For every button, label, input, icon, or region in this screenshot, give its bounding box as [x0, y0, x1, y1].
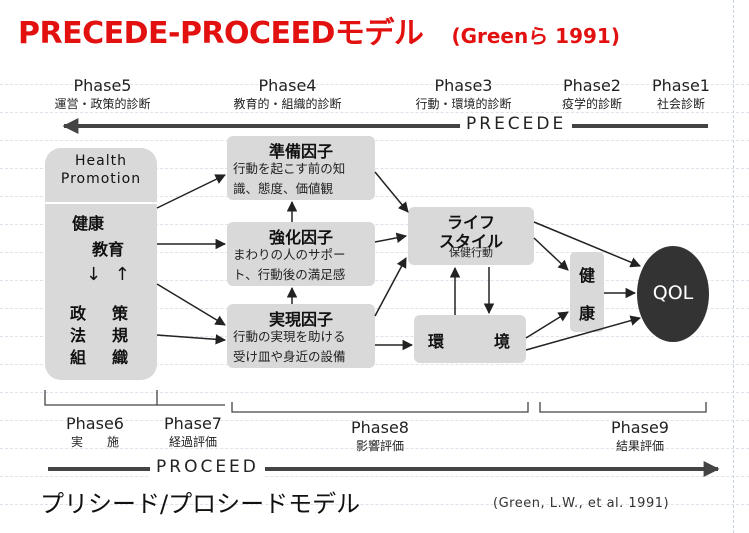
- qol-ellipse: [637, 246, 709, 342]
- phase-sub: 運営・政策的診断: [54, 97, 151, 111]
- enabling-factor-box: [227, 304, 375, 368]
- enabling-factor-line1: 行動の実現を助ける: [233, 329, 346, 344]
- background-rule: [0, 392, 749, 393]
- phase-name: Phase8: [351, 418, 409, 437]
- lifestyle-box: [408, 207, 534, 265]
- phase6-label: Phase6 実 施: [50, 414, 140, 450]
- phase4-label: Phase4 教育的・組織的診断: [210, 76, 365, 112]
- health-promotion-title-line1: Health: [75, 153, 127, 169]
- predisposing-factor-line2: 識、態度、価値観: [233, 181, 334, 196]
- phase-name: Phase3: [434, 76, 493, 95]
- enabling-factor-title: 実現因子: [268, 310, 333, 329]
- health-char-bottom: 康: [578, 304, 595, 323]
- predisposing-factor-box: [227, 136, 375, 200]
- background-rule: [0, 84, 749, 85]
- title-main: PRECEDE-PROCEEDモデル: [18, 16, 424, 51]
- phase-sub: 結果評価: [615, 439, 664, 453]
- phase3-label: Phase3 行動・環境的診断: [396, 76, 531, 112]
- phase-sub: 影響評価: [355, 439, 404, 453]
- predisposing-factor-line1: 行動を起こす前の知: [233, 161, 346, 176]
- background-rule: [0, 364, 749, 365]
- lifestyle-line2: スタイル: [438, 232, 503, 251]
- health-education-2: 教育: [92, 240, 125, 259]
- health-promotion-title-line2: Promotion: [60, 171, 142, 187]
- health-education-1: 健康: [72, 214, 105, 233]
- bidirectional-arrows: ↓ ↑: [86, 264, 134, 285]
- phase-name: Phase1: [652, 76, 710, 95]
- phase-name: Phase7: [164, 414, 222, 433]
- background-rule: [0, 504, 749, 505]
- reinforcing-factor-box: [227, 222, 375, 286]
- phase8-label: Phase8 影響評価: [325, 418, 435, 454]
- phase7-label: Phase7 経過評価: [148, 414, 238, 450]
- qol-label: QOL: [652, 282, 694, 304]
- policy-char: 政: [70, 304, 87, 323]
- background-rule: [0, 112, 749, 113]
- phase9-label: Phase9 結果評価: [590, 418, 690, 454]
- background-rule: [0, 224, 749, 225]
- predisposing-factor-title: 準備因子: [268, 142, 333, 161]
- slide-border-right: [733, 0, 734, 533]
- environment-char-left: 環: [428, 332, 445, 351]
- background-rule: [0, 196, 749, 197]
- health-box: [570, 252, 604, 332]
- reinforcing-factor-line2: ト、行動後の満足感: [233, 267, 346, 282]
- background-rule: [0, 476, 749, 477]
- phase1-label: Phase1 社会診断: [641, 76, 721, 112]
- phase-sub: 実 施: [70, 435, 119, 449]
- phase-name: Phase6: [66, 414, 124, 433]
- phase-name: Phase9: [611, 418, 669, 437]
- background-rule: [0, 420, 749, 421]
- phase-name: Phase5: [73, 76, 132, 95]
- phase-name: Phase4: [258, 76, 317, 95]
- reinforcing-factor-line1: まわりの人のサポー: [233, 247, 346, 262]
- policy-char: 組: [70, 348, 87, 367]
- reinforcing-factor-title: 強化因子: [268, 228, 333, 247]
- phase5-label: Phase5 運営・政策的診断: [35, 76, 170, 112]
- phase-sub: 疫学的診断: [561, 97, 622, 111]
- precede-label: PRECEDE: [460, 114, 573, 134]
- lifestyle-line1: ライフ: [446, 213, 495, 232]
- health-promotion-box: [45, 148, 157, 380]
- phase-sub: 経過評価: [168, 435, 217, 449]
- phase-sub: 行動・環境的診断: [415, 97, 512, 111]
- policy-char: 法: [70, 326, 87, 345]
- lifestyle-sub: 保健行動: [449, 246, 493, 259]
- environment-box: [414, 315, 526, 363]
- environment-char-right: 境: [494, 332, 511, 351]
- title-citation: (Greenら 1991): [451, 24, 620, 48]
- phase-name: Phase2: [563, 76, 621, 95]
- source-credit: (Green, L.W., et al. 1991): [493, 496, 670, 511]
- proceed-label: PROCEED: [150, 457, 265, 477]
- background-rule: [0, 448, 749, 449]
- slide-title: PRECEDE-PROCEEDモデル (Greenら 1991): [18, 8, 620, 58]
- footer-title: プリシード/プロシードモデル: [40, 490, 361, 518]
- phase2-label: Phase2 疫学的診断: [548, 76, 636, 112]
- health-char-top: 健: [578, 266, 595, 285]
- policy-char: 織: [112, 348, 129, 367]
- enabling-factor-line2: 受け皿や身近の設備: [233, 349, 346, 364]
- policy-char: 規: [112, 326, 129, 345]
- policy-char: 策: [112, 304, 129, 323]
- phase-sub: 社会診断: [656, 97, 705, 111]
- phase-sub: 教育的・組織的診断: [233, 97, 342, 111]
